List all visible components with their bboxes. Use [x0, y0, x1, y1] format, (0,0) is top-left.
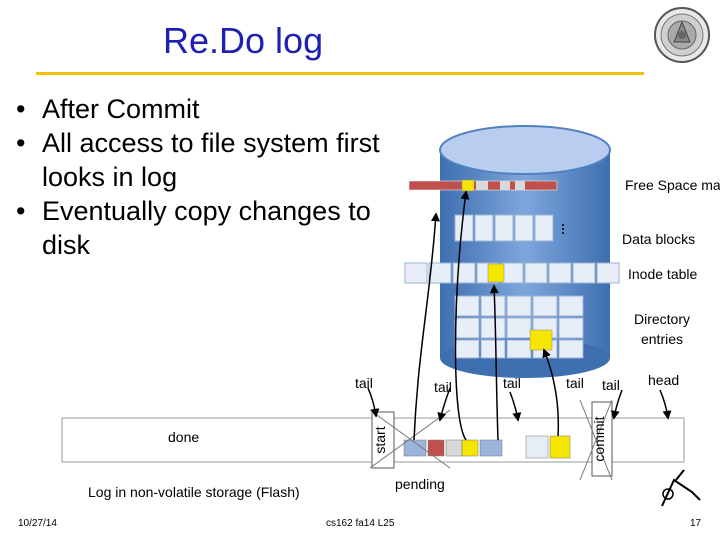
- footer-page-number: 17: [690, 518, 702, 529]
- tail-label: tail: [503, 375, 521, 391]
- inode-table-label: Inode table: [628, 266, 698, 282]
- done-label: done: [168, 429, 200, 445]
- title-underline: [36, 72, 644, 75]
- free-space-map-label: Free Space map: [625, 177, 720, 193]
- data-blocks-label: Data blocks: [622, 231, 696, 247]
- directory-entries-grid: [454, 295, 584, 359]
- footer-date: 10/27/14: [18, 518, 57, 529]
- page-title: Re.Do log: [163, 20, 324, 61]
- data-blocks-ellipsis-icon: [562, 224, 564, 234]
- log-caption: Log in non-volatile storage (Flash): [88, 484, 300, 500]
- data-blocks-row: [454, 214, 554, 242]
- bullet-item: All access to file system first looks in…: [14, 126, 384, 194]
- bullet-item: After Commit: [14, 92, 384, 126]
- bullet-list: After Commit All access to file system f…: [14, 92, 384, 262]
- commit-marker-box: [591, 401, 613, 477]
- compass-icon: [661, 469, 701, 507]
- log-to-disk-arrows: [413, 190, 560, 441]
- bullet-item: Eventually copy changes to disk: [14, 194, 384, 262]
- inode-table-row: [404, 262, 620, 284]
- tail-arrows: [367, 387, 672, 422]
- head-label: head: [648, 372, 680, 388]
- directory-highlight: [529, 329, 553, 351]
- crossing-line: [579, 399, 613, 481]
- tail-label: tail: [566, 375, 584, 391]
- start-label: start: [372, 426, 388, 454]
- tail-label: tail: [434, 379, 452, 395]
- university-seal-icon: [654, 7, 710, 63]
- footer-course: cs162 fa14 L25: [326, 518, 395, 529]
- crossing-line: [369, 409, 451, 469]
- commit-label: commit: [591, 416, 607, 462]
- tail-label: tail: [355, 375, 373, 391]
- inode-highlight: [487, 263, 505, 283]
- tail-label: tail: [602, 377, 620, 393]
- directory-entries-label: Directory entries: [633, 311, 690, 347]
- pending-label: pending: [395, 476, 445, 492]
- free-space-map-row: [408, 179, 558, 192]
